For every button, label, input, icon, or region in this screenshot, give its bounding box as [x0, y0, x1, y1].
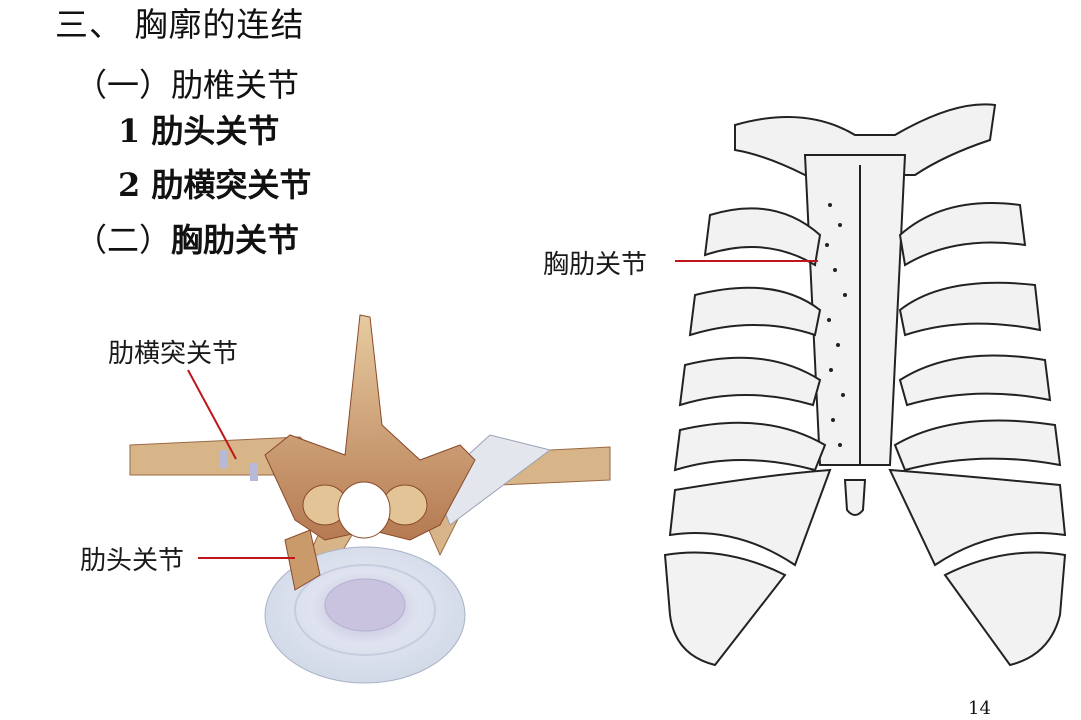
label-sternocostal-joint: 胸肋关节 — [543, 250, 648, 280]
page-number: 14 — [968, 698, 991, 719]
list-item-costotransverse: 2 肋横突关节 — [118, 160, 311, 206]
section-prefix: （二） — [75, 221, 172, 259]
section-label: 胸肋关节 — [171, 221, 300, 259]
vertebra-illustration — [129, 314, 611, 684]
label-costotransverse-joint: 肋横突关节 — [108, 339, 239, 369]
section-costovertebral: （一）肋椎关节 — [75, 66, 300, 104]
rib-cage-illustration — [663, 103, 1067, 667]
slide-title: 三、 胸廓的连结 — [55, 5, 305, 44]
list-item-costal-head: 1 肋头关节 — [118, 106, 279, 152]
item-label: 肋头关节 — [151, 112, 280, 150]
section-sternocostal: （二）胸肋关节 — [75, 215, 299, 261]
item-label: 肋横突关节 — [151, 166, 312, 204]
label-costal-head-joint: 肋头关节 — [80, 546, 185, 576]
item-number: 1 — [118, 112, 141, 150]
item-number: 2 — [118, 166, 141, 204]
